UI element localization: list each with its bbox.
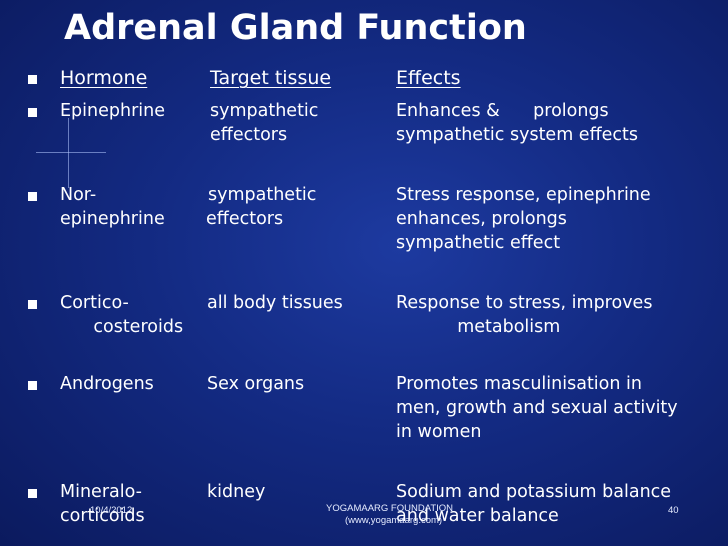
- effect-text: Enhances & prolongs: [396, 101, 609, 121]
- decorative-vertical-line: [68, 118, 69, 188]
- hormone-text: Nor-: [60, 185, 97, 205]
- target-text: kidney: [207, 482, 266, 502]
- hormone-cell: Mineralo- corticoids: [60, 480, 145, 528]
- footer-page-number: 40: [668, 505, 679, 516]
- effect-text: sympathetic effect: [396, 233, 561, 253]
- effects-cell: Sodium and potassium balance and water b…: [396, 480, 671, 528]
- bullet-icon: [28, 489, 37, 498]
- effect-text: and water balance: [396, 506, 559, 526]
- effect-text: metabolism: [396, 317, 561, 337]
- target-text: sympathetic: [208, 185, 317, 205]
- hormone-text: Cortico-: [60, 293, 129, 313]
- hormone-text: Androgens: [60, 374, 154, 394]
- hormone-text: costeroids: [60, 317, 184, 337]
- effects-cell: Enhances & prolongs sympathetic system e…: [396, 99, 638, 147]
- hormone-text: epinephrine: [60, 209, 165, 229]
- bullet-icon: [28, 381, 37, 390]
- target-tissue-cell: sympathetic effectors: [206, 183, 316, 231]
- effect-text: in women: [396, 422, 482, 442]
- hormone-text: Epinephrine: [60, 101, 165, 121]
- header-hormone: Hormone: [60, 67, 148, 89]
- target-text: all body tissues: [207, 293, 343, 313]
- target-text: effectors: [206, 209, 284, 229]
- target-tissue-cell: sympathetic effectors: [210, 99, 318, 147]
- effect-text: Response to stress, improves: [396, 293, 653, 313]
- target-tissue-cell: kidney: [207, 480, 265, 504]
- bullet-icon: [28, 108, 37, 117]
- effect-text: Sodium and potassium balance: [396, 482, 672, 502]
- bullet-icon: [28, 192, 37, 201]
- target-text: effectors: [210, 125, 288, 145]
- hormone-cell: Nor- epinephrine: [60, 183, 165, 231]
- hormone-text: corticoids: [60, 506, 145, 526]
- hormone-text: Mineralo-: [60, 482, 142, 502]
- footer-org-url: (www,yogamaarg.com): [344, 515, 443, 526]
- effects-cell: Response to stress, improves metabolism: [396, 291, 652, 339]
- decorative-horizontal-line: [36, 152, 106, 153]
- effect-text: men, growth and sexual activity: [396, 398, 678, 418]
- footer-org-name: YOGAMAARG FOUNDATION: [326, 503, 454, 514]
- target-tissue-cell: Sex organs: [207, 372, 304, 396]
- effect-text: enhances, prolongs: [396, 209, 567, 229]
- slide-title: Adrenal Gland Function: [64, 8, 527, 48]
- header-effects: Effects: [396, 67, 461, 89]
- hormone-cell: Epinephrine: [60, 99, 165, 123]
- footer-organization: YOGAMAARG FOUNDATION (www,yogamaarg.com): [326, 503, 453, 527]
- effect-text: sympathetic system effects: [396, 125, 639, 145]
- effects-cell: Stress response, epinephrine enhances, p…: [396, 183, 651, 255]
- target-text: sympathetic: [210, 101, 319, 121]
- header-target-tissue: Target tissue: [210, 67, 332, 89]
- target-tissue-cell: all body tissues: [207, 291, 343, 315]
- effect-text: Promotes masculinisation in: [396, 374, 642, 394]
- effect-text: Stress response, epinephrine: [396, 185, 651, 205]
- footer-date: 10/4/2012: [90, 505, 133, 516]
- bullet-icon: [28, 75, 37, 84]
- hormone-cell: Cortico- costeroids: [60, 291, 183, 339]
- hormone-cell: Androgens: [60, 372, 154, 396]
- target-text: Sex organs: [207, 374, 305, 394]
- bullet-icon: [28, 300, 37, 309]
- effects-cell: Promotes masculinisation in men, growth …: [396, 372, 678, 444]
